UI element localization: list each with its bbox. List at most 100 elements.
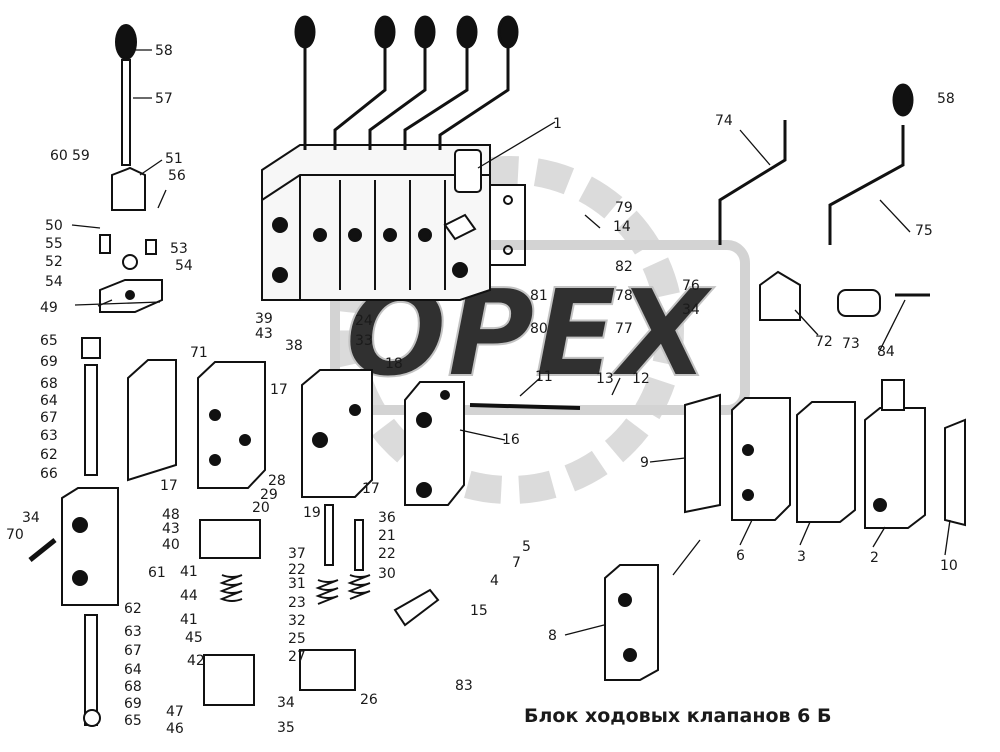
control-levers [294,15,519,150]
label-63b: 63 [124,624,142,640]
label-34c: 34 [682,302,700,318]
label-20: 20 [252,500,270,516]
label-31: 31 [288,576,306,592]
label-43b: 43 [162,521,180,537]
label-37: 37 [288,546,306,562]
label-14: 14 [613,219,631,235]
label-69b: 69 [124,696,142,712]
label-21: 21 [378,528,396,544]
label-12: 12 [632,371,650,387]
label-41a: 41 [180,564,198,580]
label-58a: 58 [155,43,173,59]
label-65b: 65 [124,713,142,729]
label-59: 59 [72,148,90,164]
label-71: 71 [190,345,208,361]
label-53: 53 [170,241,188,257]
leader-lines [71,49,951,636]
right-lever-parts [718,83,930,321]
left-valve-stack [28,337,119,727]
label-64a: 64 [40,393,58,409]
manifold-blocks [127,359,465,706]
label-63a: 63 [40,428,58,444]
label-38: 38 [285,338,303,354]
label-41b: 41 [180,612,198,628]
label-18: 18 [385,356,403,372]
label-67b: 67 [124,643,142,659]
label-30: 30 [378,566,396,582]
right-valve-blocks [604,379,966,681]
label-19: 19 [303,505,321,521]
label-7: 7 [512,555,521,571]
label-48: 48 [162,507,180,523]
label-77: 77 [615,321,633,337]
label-60: 60 [50,148,68,164]
label-8: 8 [548,628,557,644]
label-4: 4 [490,573,499,589]
label-36: 36 [378,510,396,526]
label-25: 25 [288,631,306,647]
label-52: 52 [45,254,63,270]
label-56: 56 [168,168,186,184]
label-11: 11 [535,369,553,385]
label-67a: 67 [40,410,58,426]
label-62b: 62 [124,601,142,617]
label-22b: 22 [378,546,396,562]
label-50: 50 [45,218,63,234]
label-55: 55 [45,236,63,252]
label-73: 73 [842,336,860,352]
label-16: 16 [502,432,520,448]
label-46: 46 [166,721,184,737]
part-labels: 58 57 60 59 51 56 50 55 53 52 54 54 49 3… [6,43,958,737]
label-69a: 69 [40,354,58,370]
label-82: 82 [615,259,633,275]
label-68b: 68 [124,679,142,695]
label-17a: 17 [160,478,178,494]
label-17c: 17 [362,481,380,497]
label-26: 26 [360,692,378,708]
label-9: 9 [640,455,649,471]
label-51: 51 [165,151,183,167]
label-28: 28 [268,473,286,489]
label-83: 83 [455,678,473,694]
label-70: 70 [6,527,24,543]
label-47: 47 [166,704,184,720]
label-6: 6 [736,548,745,564]
label-80: 80 [530,321,548,337]
label-49: 49 [40,300,58,316]
label-15: 15 [470,603,488,619]
label-75: 75 [915,223,933,239]
label-57: 57 [155,91,173,107]
label-74: 74 [715,113,733,129]
label-5: 5 [522,539,531,555]
label-76: 76 [682,278,700,294]
label-39: 39 [255,311,273,327]
label-43a: 43 [255,326,273,342]
label-68a: 68 [40,376,58,392]
label-33: 33 [355,333,373,349]
label-17b: 17 [270,382,288,398]
label-58b: 58 [937,91,955,107]
label-44: 44 [180,588,198,604]
label-29: 29 [260,487,278,503]
label-64b: 64 [124,662,142,678]
label-1: 1 [553,116,562,132]
label-35: 35 [277,720,295,736]
label-84: 84 [877,344,895,360]
label-23: 23 [288,595,306,611]
label-10: 10 [940,558,958,574]
label-42: 42 [187,653,205,669]
label-81: 81 [530,288,548,304]
label-27: 27 [288,649,306,665]
diagram-title: Блок ходовых клапанов 6 Б [524,705,831,727]
label-66: 66 [40,466,58,482]
label-32: 32 [288,613,306,629]
label-54b: 54 [45,274,63,290]
label-40: 40 [162,537,180,553]
label-61: 61 [148,565,166,581]
springs-and-pins [219,403,581,627]
label-54a: 54 [175,258,193,274]
control-valve-body [261,144,526,301]
left-lever-assembly [99,24,163,313]
label-22a: 22 [288,562,306,578]
